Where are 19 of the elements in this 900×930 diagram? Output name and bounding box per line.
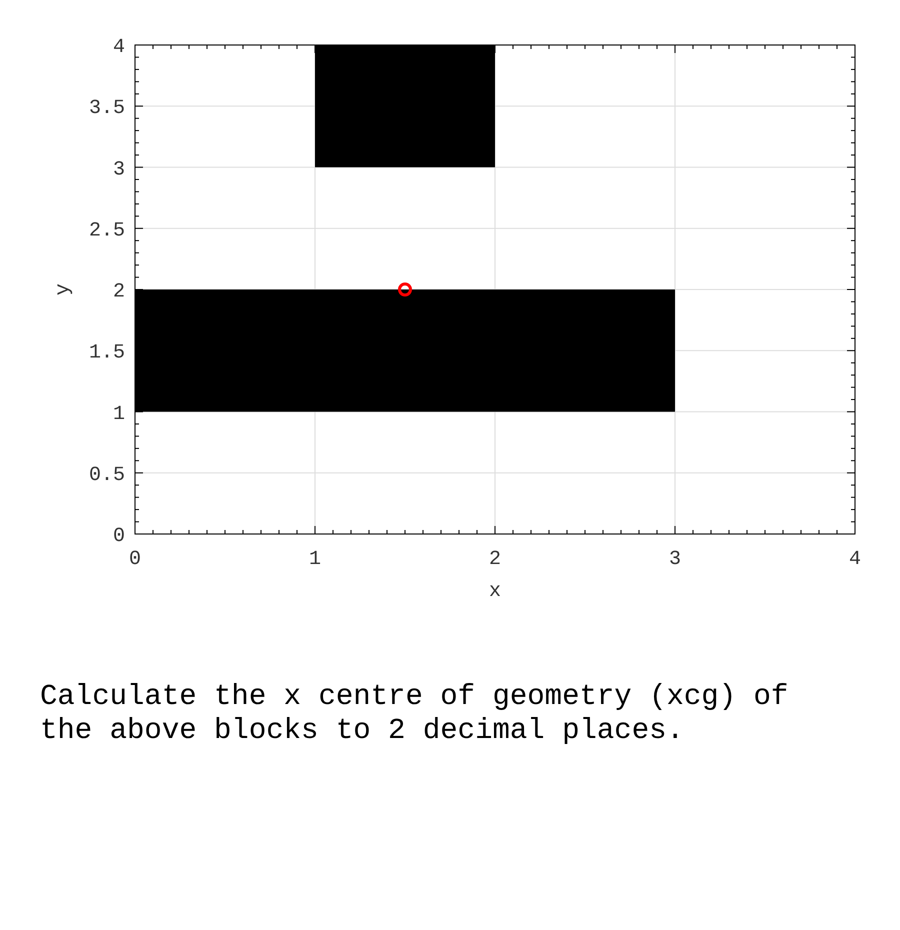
tick-label: 1 <box>112 402 125 426</box>
axis-title: y <box>52 284 75 296</box>
tick-label: 0 <box>112 525 125 548</box>
tick-label: 2.5 <box>88 219 125 242</box>
tick-label: 1 <box>309 548 321 571</box>
tick-label: 3.5 <box>88 97 125 120</box>
tick-label: 1.5 <box>88 342 125 365</box>
block <box>315 45 495 168</box>
tick-label: 4 <box>849 548 861 571</box>
question-text: Calculate the x centre of geometry (xcg) of the above blocks to 2 decimal places. <box>40 680 790 748</box>
tick-label: 0 <box>129 548 141 571</box>
tick-label: 2 <box>112 280 125 304</box>
tick-label: 3 <box>669 548 681 571</box>
block <box>135 290 675 412</box>
tick-label: 0.5 <box>88 464 125 487</box>
axis-title: x <box>489 580 501 603</box>
tick-label: 3 <box>112 158 125 182</box>
tick-label: 2 <box>489 548 501 571</box>
tick-label: 4 <box>112 36 125 59</box>
